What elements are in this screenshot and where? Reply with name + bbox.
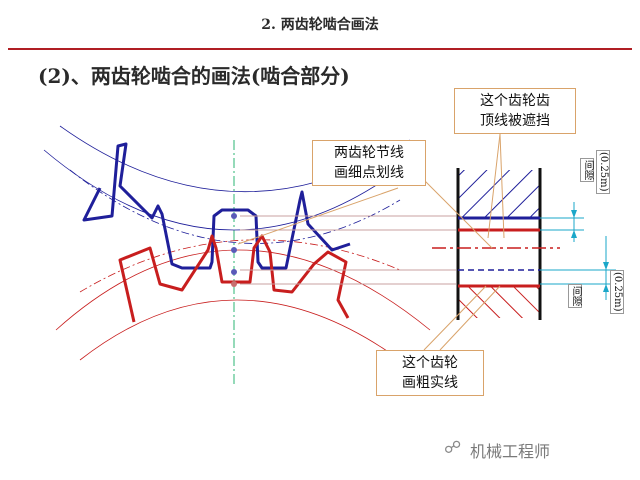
section-subtitle: (2)、两齿轮啮合的画法(啮合部分) [38, 64, 350, 88]
header-divider [8, 48, 632, 50]
callout-pitch-line-line-1: 两齿轮节线 [334, 145, 404, 161]
dim-bottom-arrowhead-1 [603, 262, 609, 270]
callout-addendum-hidden-line-1: 这个齿轮齿 [480, 93, 550, 109]
upper-gear-teeth [82, 142, 351, 270]
callout-addendum-hidden: 这个齿轮齿 顶线被遮挡 [454, 88, 576, 134]
lower-gear-outer-arc [55, 249, 431, 331]
callout-pitch-line: 两齿轮节线 画细点划线 [312, 140, 426, 186]
callout-thick-line: 这个齿轮 画粗实线 [376, 350, 484, 396]
center-point-4 [231, 281, 237, 287]
wechat-icon: ☍ [444, 438, 462, 458]
section-upper-hatch [458, 170, 540, 218]
dim-bottom-arrowhead-2 [603, 284, 609, 292]
callout-pitch-line-line-2: 画细点划线 [334, 165, 404, 181]
slide-header: 2. 两齿轮啮合画法 [0, 0, 640, 56]
lower-gear-pitch-arc [79, 239, 401, 293]
watermark-text: 机械工程师 [470, 442, 551, 461]
lower-gear-root-arc [79, 299, 401, 361]
leader-addendum-2 [499, 133, 505, 239]
callout-thick-line-line-2: 画粗实线 [402, 375, 458, 391]
dim-top-arrowhead-2 [571, 230, 577, 238]
lower-gear-teeth [118, 234, 350, 323]
upper-gear-outer-arc [43, 149, 425, 231]
callout-addendum-hidden-line-2: 顶线被遮挡 [480, 113, 550, 129]
section-lower-hatch [458, 286, 540, 318]
gap-value-top: (0.25m) [596, 150, 610, 194]
leader-thick-2 [439, 285, 501, 351]
page-title: 2. 两齿轮啮合画法 [261, 17, 379, 33]
leader-pitch-2 [237, 187, 399, 245]
center-point-3 [231, 269, 237, 275]
center-point-2 [231, 247, 237, 253]
leader-thick-1 [423, 285, 487, 351]
callout-thick-line-line-1: 这个齿轮 [402, 355, 458, 371]
leader-addendum-1 [487, 133, 501, 239]
gap-value-bottom: (0.25m) [610, 270, 624, 314]
gap-label-bottom: 间隙 [568, 284, 582, 308]
gap-label-top: 间隙 [580, 158, 594, 182]
center-point-1 [231, 213, 237, 219]
dim-top-arrowhead-1 [571, 210, 577, 218]
